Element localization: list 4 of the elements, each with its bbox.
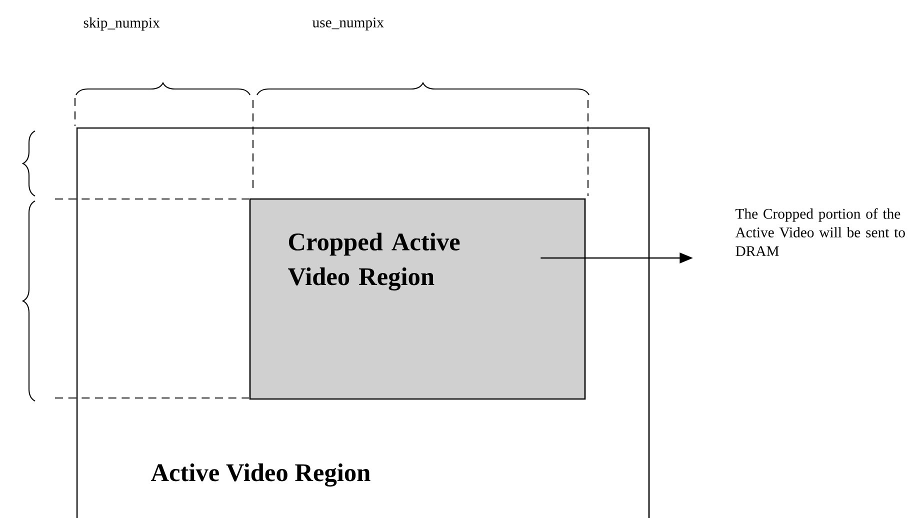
note-text: The Cropped portion of the Active Video will be sent to DRAM — [735, 208, 905, 256]
cropped-region-box: Cropped Active Video Region — [249, 198, 586, 400]
dimension-label: skip_numpix — [84, 17, 160, 31]
dimension-label: use_numpix — [312, 18, 384, 30]
